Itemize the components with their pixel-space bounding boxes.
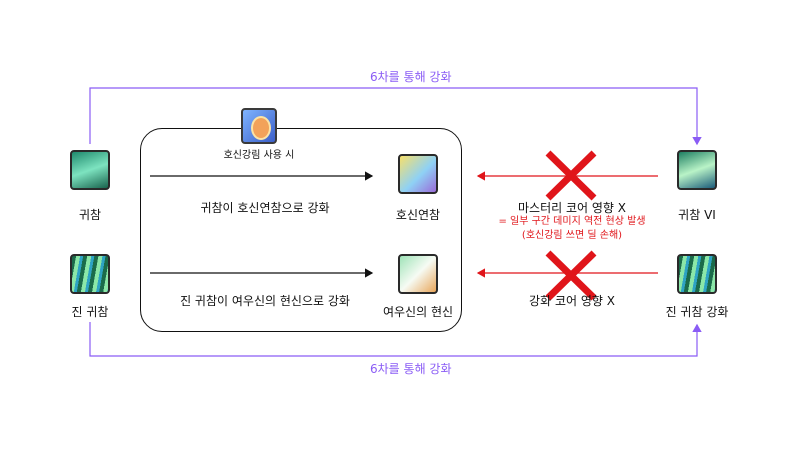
cross-icon-2 bbox=[545, 250, 597, 301]
fox-orb-skill-icon bbox=[241, 108, 277, 144]
blocked-edge-2-label: 강화 코어 영향 X bbox=[529, 294, 615, 308]
gwicham-skill-icon bbox=[70, 150, 110, 190]
true-gwicham-skill-icon bbox=[70, 254, 110, 294]
top-enhance-path bbox=[89, 87, 702, 146]
cross-icon-1 bbox=[545, 150, 597, 201]
middle-node-1-name: 호신연참 bbox=[395, 208, 441, 222]
blocked-edge-1-note-line2: (호신강림 쓰면 딜 손해) bbox=[521, 230, 623, 241]
blocked-edge-1-label: 마스터리 코어 영향 X bbox=[518, 201, 626, 215]
gwicham-vi-skill-icon bbox=[677, 150, 717, 190]
skill-icon-caption: 호신강림 사용 시 bbox=[223, 150, 295, 161]
left-node-2-name: 진 귀참 bbox=[71, 305, 109, 319]
fox-god-incarnation-skill-icon bbox=[398, 254, 438, 294]
true-gwicham-enhance-skill-icon bbox=[677, 254, 717, 294]
right-node-1-name: 귀참 VI bbox=[678, 208, 716, 222]
top-enhance-label: 6차를 통해 강화 bbox=[370, 70, 452, 84]
left-node-1-name: 귀참 bbox=[78, 208, 102, 222]
middle-node-2-name: 여우신의 현신 bbox=[382, 305, 454, 319]
bottom-enhance-label: 6차를 통해 강화 bbox=[370, 362, 452, 376]
bottom-enhance-path bbox=[89, 322, 702, 357]
skill-transform-box bbox=[140, 128, 462, 332]
blocked-edge-1-note-line1: = 일부 구간 데미지 역전 현상 발생 bbox=[498, 216, 646, 227]
right-node-2-name: 진 귀참 강화 bbox=[665, 305, 729, 319]
hosin-yeoncham-skill-icon bbox=[398, 154, 438, 194]
inner-edge-2-label: 진 귀참이 여우신의 현신으로 강화 bbox=[180, 294, 350, 308]
inner-edge-1-label: 귀참이 호신연참으로 강화 bbox=[200, 201, 330, 215]
